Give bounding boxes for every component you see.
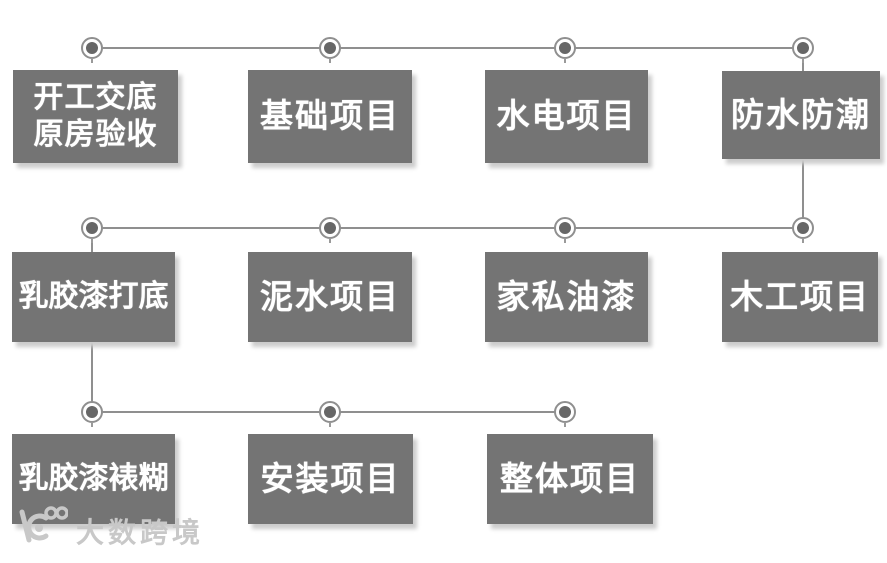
- flow-box-label: 乳胶漆打底: [18, 279, 169, 313]
- flow-box-label: 水电项目: [496, 97, 637, 135]
- timeline-row1-line: [92, 47, 803, 49]
- flow-box-label: 开工交底 原房验收: [33, 80, 158, 151]
- flow-box-label: 家私油漆: [496, 277, 637, 315]
- flow-box-latex-primer: 乳胶漆打底: [12, 252, 175, 342]
- timeline-node: [554, 401, 576, 427]
- flow-box-label: 木工项目: [730, 277, 870, 315]
- timeline-node: [319, 37, 341, 63]
- timeline-node: [319, 401, 341, 427]
- flow-box-furniture-paint: 家私油漆: [485, 252, 648, 342]
- watermark-logo-icon: [16, 504, 69, 551]
- timeline-node: [554, 217, 576, 243]
- flow-box-label: 泥水项目: [260, 277, 400, 315]
- flow-box-label: 安装项目: [260, 459, 401, 497]
- flow-box-kickoff-inspection: 开工交底 原房验收: [13, 70, 178, 163]
- flow-box-label: 基础项目: [260, 97, 400, 135]
- flow-box-latex-wallpaper: 乳胶漆裱糊: [12, 434, 175, 524]
- timeline-node: [319, 217, 341, 243]
- flow-box-waterproof: 防水防潮: [722, 71, 880, 159]
- flow-box-label: 防水防潮: [731, 95, 871, 133]
- watermark: 大数跨境: [16, 504, 204, 551]
- flow-box-plumbing-electric: 水电项目: [485, 70, 648, 163]
- flow-box-label: 乳胶漆裱糊: [18, 461, 169, 495]
- flow-box-masonry-project: 泥水项目: [248, 252, 412, 342]
- timeline-node: [81, 217, 103, 243]
- timeline-node: [792, 37, 814, 63]
- timeline-node: [81, 401, 103, 427]
- flow-box-overall-project: 整体项目: [487, 434, 653, 524]
- flow-box-carpentry-project: 木工项目: [722, 252, 878, 342]
- flow-box-label: 整体项目: [500, 459, 640, 497]
- flow-box-installation-project: 安装项目: [248, 434, 413, 524]
- timeline-node: [792, 217, 814, 243]
- timeline-node: [81, 37, 103, 63]
- watermark-text: 大数跨境: [76, 517, 205, 548]
- flow-box-basic-project: 基础项目: [248, 70, 412, 163]
- timeline-row2-line: [92, 227, 803, 229]
- timeline-node: [554, 37, 576, 63]
